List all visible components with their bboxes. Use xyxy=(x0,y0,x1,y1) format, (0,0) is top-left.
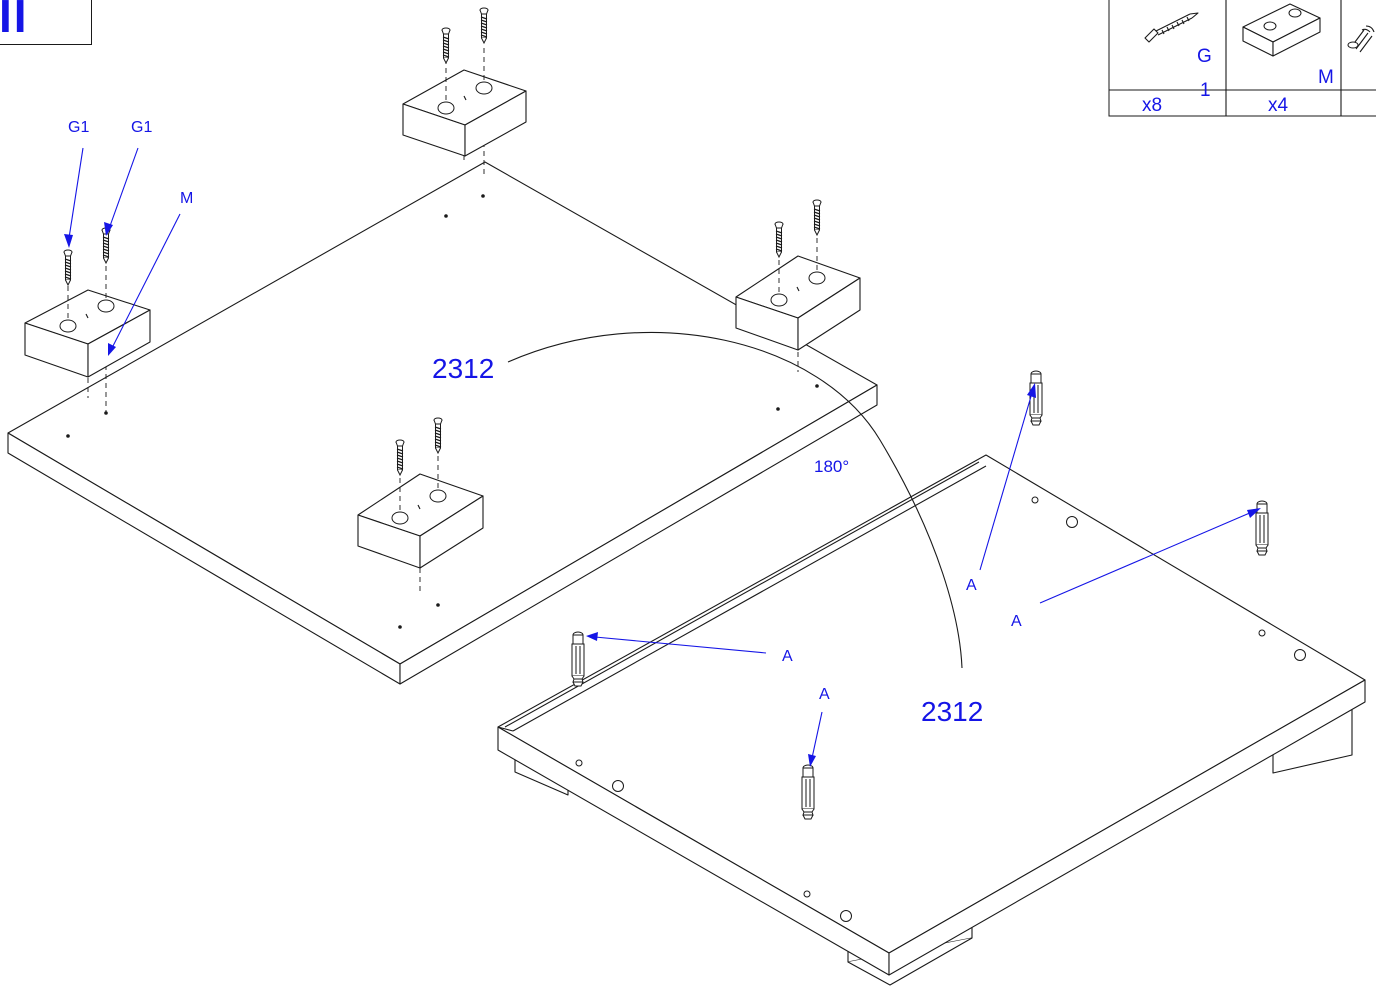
g1-qty: x8 xyxy=(1142,95,1162,116)
m-code: M xyxy=(1318,67,1334,88)
rotation-arc xyxy=(507,331,963,669)
top-panel xyxy=(7,161,878,685)
callouts xyxy=(64,147,1261,767)
a-label-2: A xyxy=(1011,613,1022,630)
a-label-3: A xyxy=(782,648,793,665)
rotation-label: 180° xyxy=(814,457,849,476)
a-label-1: A xyxy=(966,577,977,594)
block-icon xyxy=(1242,3,1321,57)
part-number-bottom: 2312 xyxy=(921,696,983,727)
block-right xyxy=(735,199,861,372)
m-qty: x4 xyxy=(1268,95,1289,116)
dowel-icon xyxy=(1347,25,1375,53)
screw-icon xyxy=(1144,12,1199,43)
m-label: M xyxy=(180,190,193,207)
step-number: II xyxy=(0,0,29,42)
g1-code-top: G xyxy=(1197,46,1212,67)
block-top xyxy=(402,7,527,178)
block-left xyxy=(24,227,151,412)
a-label-4: A xyxy=(819,686,830,703)
part-number-top: 2312 xyxy=(432,353,494,384)
g1-left-label: G1 xyxy=(68,119,89,136)
g1-code-bottom: 1 xyxy=(1200,80,1211,101)
parts-table: G 1 x8 M x4 xyxy=(1108,0,1376,117)
block-center xyxy=(357,417,484,592)
bottom-panel xyxy=(497,370,1366,986)
g1-right-label: G1 xyxy=(131,119,152,136)
step-badge: II xyxy=(0,0,92,45)
